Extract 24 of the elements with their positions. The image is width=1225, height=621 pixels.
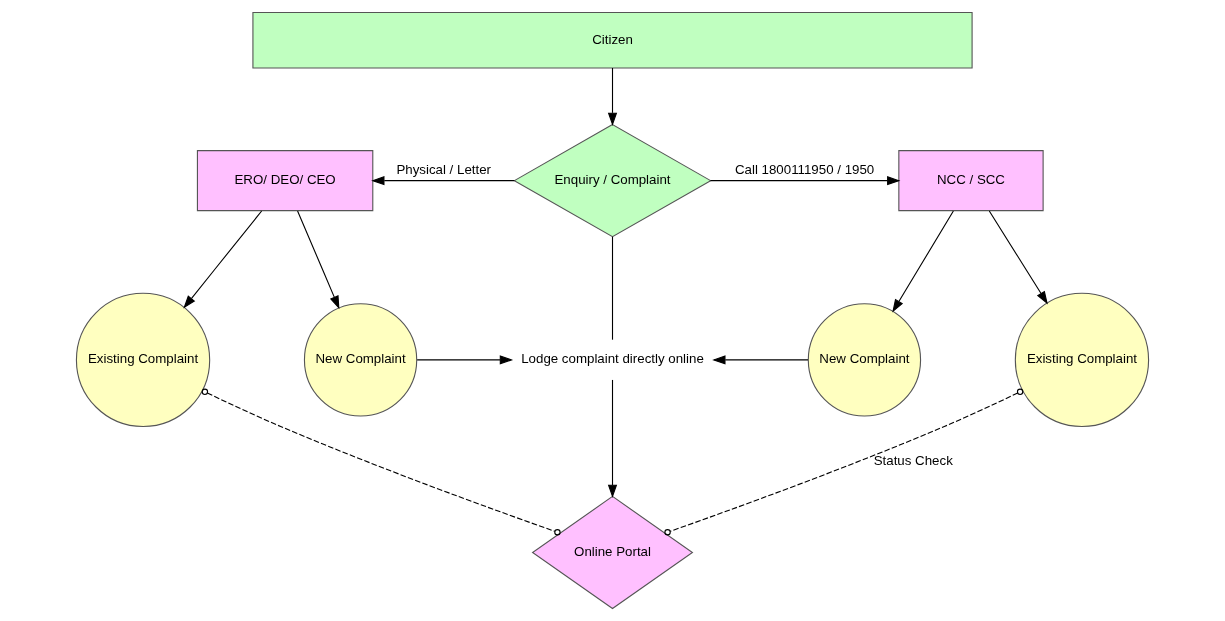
edge-label: Call 1800111950 / 1950 <box>734 161 875 177</box>
arrow <box>607 379 618 499</box>
arrow <box>607 67 618 127</box>
arrow <box>297 210 340 310</box>
arrow <box>892 210 954 313</box>
arrow <box>712 355 809 365</box>
arrow <box>371 175 515 186</box>
node-circle: New Complaint <box>303 303 418 417</box>
connector <box>611 236 614 341</box>
node-diamond: Online Portal <box>531 495 694 610</box>
arrow <box>988 210 1048 305</box>
node-box: ERO/ DEO/ CEO <box>196 150 374 212</box>
connector <box>664 388 1024 536</box>
node-circle: New Complaint <box>807 303 922 417</box>
node-text: Lodge complaint directly online <box>521 351 704 367</box>
node-diamond: Enquiry / Complaint <box>513 123 712 238</box>
node-box: NCC / SCC <box>898 150 1044 212</box>
arrow <box>416 355 514 365</box>
arrow <box>183 210 263 309</box>
node-box: Citizen <box>252 11 973 69</box>
connector <box>201 388 561 536</box>
edge-label: Status Check <box>873 452 953 468</box>
arrow <box>709 175 901 186</box>
edge-label: Physical / Letter <box>396 161 492 177</box>
